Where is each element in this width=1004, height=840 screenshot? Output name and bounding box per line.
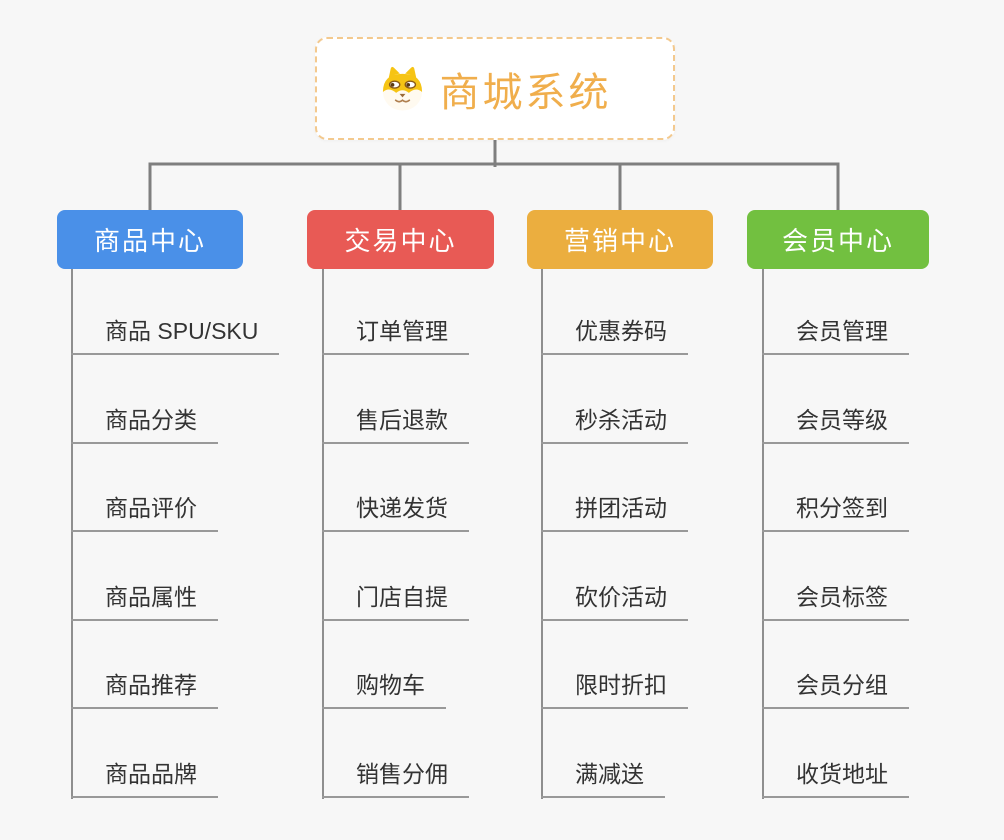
- root-topic-title: 商城系统: [439, 70, 612, 115]
- branch-label: 营销中心: [563, 226, 676, 256]
- subtopic[interactable]: 商品推荐: [71, 670, 218, 709]
- branch-topic-trade[interactable]: 交易中心: [307, 210, 494, 269]
- subtopic[interactable]: 销售分佣: [322, 759, 469, 798]
- subtopic[interactable]: 拼团活动: [541, 493, 688, 532]
- subtopic[interactable]: 商品品牌: [71, 759, 218, 798]
- subtopic[interactable]: 优惠券码: [541, 316, 688, 355]
- dog-face-icon: [382, 66, 422, 111]
- subtopic[interactable]: 积分签到: [762, 493, 909, 532]
- branch-label: 商品中心: [93, 226, 206, 256]
- subtopic[interactable]: 会员管理: [762, 316, 909, 355]
- subtopic[interactable]: 门店自提: [322, 582, 469, 621]
- subtopic[interactable]: 购物车: [322, 670, 446, 709]
- subtopic[interactable]: 售后退款: [322, 405, 469, 444]
- branch-label: 会员中心: [781, 226, 894, 256]
- subtopic[interactable]: 满减送: [541, 759, 665, 798]
- branch-topic-products[interactable]: 商品中心: [57, 210, 243, 269]
- subtopic[interactable]: 收货地址: [762, 759, 909, 798]
- subtopic[interactable]: 秒杀活动: [541, 405, 688, 444]
- subtopic[interactable]: 会员等级: [762, 405, 909, 444]
- subtopic[interactable]: 会员标签: [762, 582, 909, 621]
- subtopic[interactable]: 快递发货: [322, 493, 469, 532]
- subtopic[interactable]: 砍价活动: [541, 582, 688, 621]
- subtopic[interactable]: 商品 SPU/SKU: [71, 316, 280, 355]
- subtopic[interactable]: 商品分类: [71, 405, 218, 444]
- subtopic[interactable]: 订单管理: [322, 316, 469, 355]
- branch-topic-members[interactable]: 会员中心: [747, 210, 929, 269]
- branch-label: 交易中心: [344, 226, 457, 256]
- subtopic[interactable]: 商品评价: [71, 493, 218, 532]
- subtopic[interactable]: 限时折扣: [541, 670, 688, 709]
- root-topic[interactable]: 商城系统: [315, 37, 675, 140]
- subtopic[interactable]: 商品属性: [71, 582, 218, 621]
- branch-topic-marketing[interactable]: 营销中心: [527, 210, 713, 269]
- subtopic[interactable]: 会员分组: [762, 670, 909, 709]
